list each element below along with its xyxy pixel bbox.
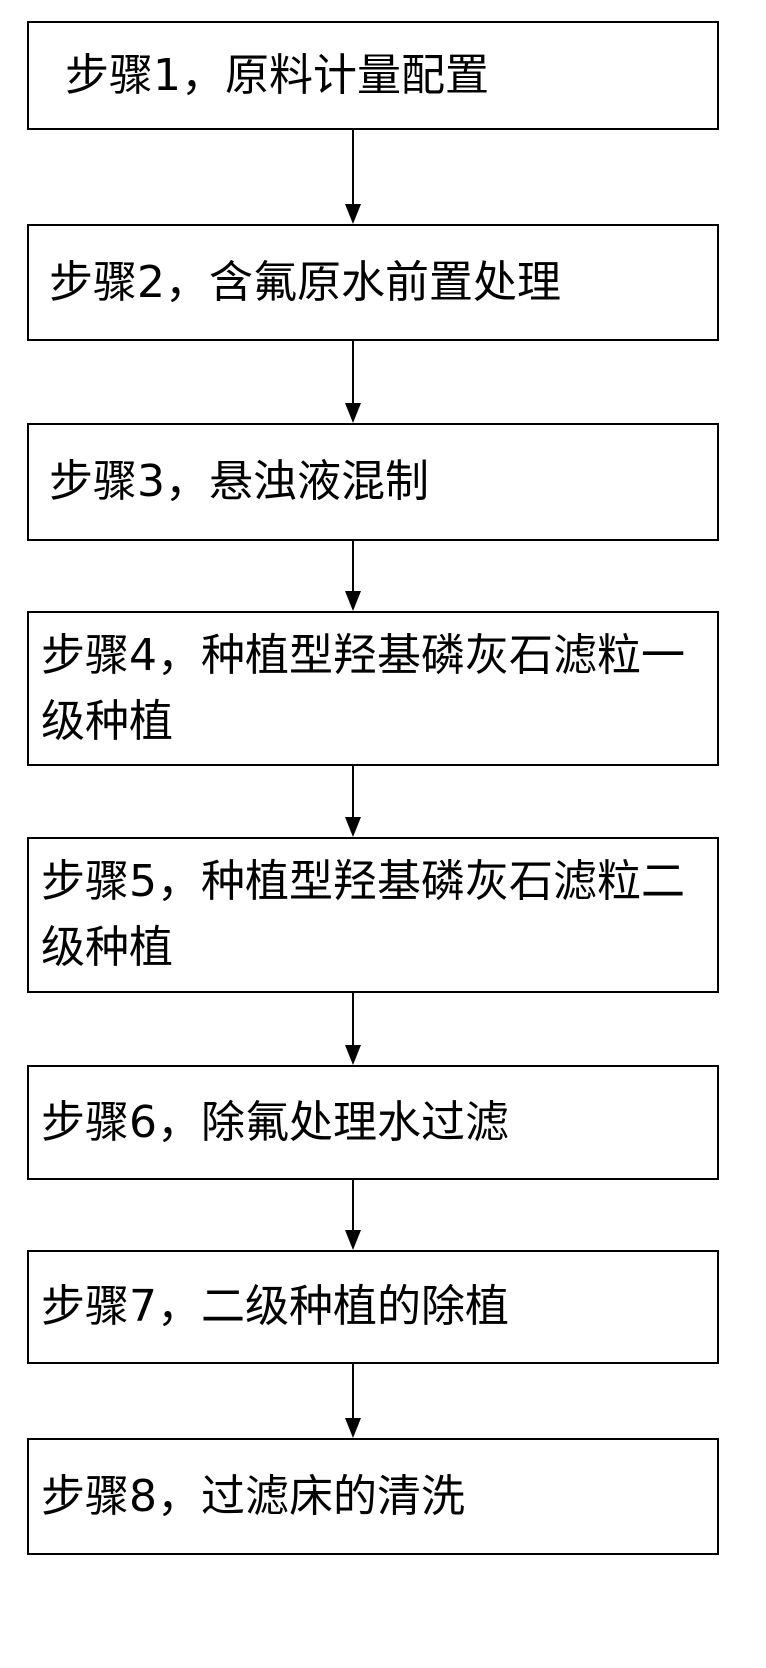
step-6-label: 步骤6，除氟处理水过滤 [41, 1096, 509, 1148]
arrow-down-icon [345, 766, 361, 837]
arrow-down-icon [345, 993, 361, 1065]
arrow-down-icon [345, 541, 361, 611]
arrow-2-to-3 [341, 341, 365, 423]
step-4-box: 步骤4，种植型羟基磷灰石滤粒一级种植 [27, 611, 719, 766]
arrow-down-icon [345, 341, 361, 423]
step-8-box: 步骤8，过滤床的清洗 [27, 1438, 719, 1555]
step-5-label: 步骤5，种植型羟基磷灰石滤粒二级种植 [41, 856, 685, 973]
arrow-down-icon [345, 1180, 361, 1250]
step-3-label: 步骤3，悬浊液混制 [49, 456, 429, 507]
step-2-box: 步骤2，含氟原水前置处理 [27, 224, 719, 341]
arrow-6-to-7 [341, 1180, 365, 1250]
step-4-label: 步骤4，种植型羟基磷灰石滤粒一级种植 [41, 629, 685, 747]
arrow-3-to-4 [341, 541, 365, 611]
step-6-box: 步骤6，除氟处理水过滤 [27, 1065, 719, 1180]
arrow-7-to-8 [341, 1364, 365, 1438]
arrow-down-icon [345, 1364, 361, 1438]
arrow-1-to-2 [341, 130, 365, 224]
arrow-4-to-5 [341, 766, 365, 837]
arrow-5-to-6 [341, 993, 365, 1065]
step-8-label: 步骤8，过滤床的清洗 [41, 1470, 465, 1522]
step-1-box: 步骤1，原料计量配置 [27, 21, 719, 130]
step-3-box: 步骤3，悬浊液混制 [27, 423, 719, 541]
step-5-box: 步骤5，种植型羟基磷灰石滤粒二级种植 [27, 837, 719, 993]
arrow-down-icon [345, 130, 361, 224]
step-1-label: 步骤1，原料计量配置 [65, 49, 489, 101]
step-7-box: 步骤7，二级种植的除植 [27, 1250, 719, 1364]
step-7-label: 步骤7，二级种植的除植 [41, 1281, 509, 1332]
step-2-label: 步骤2，含氟原水前置处理 [49, 256, 561, 308]
